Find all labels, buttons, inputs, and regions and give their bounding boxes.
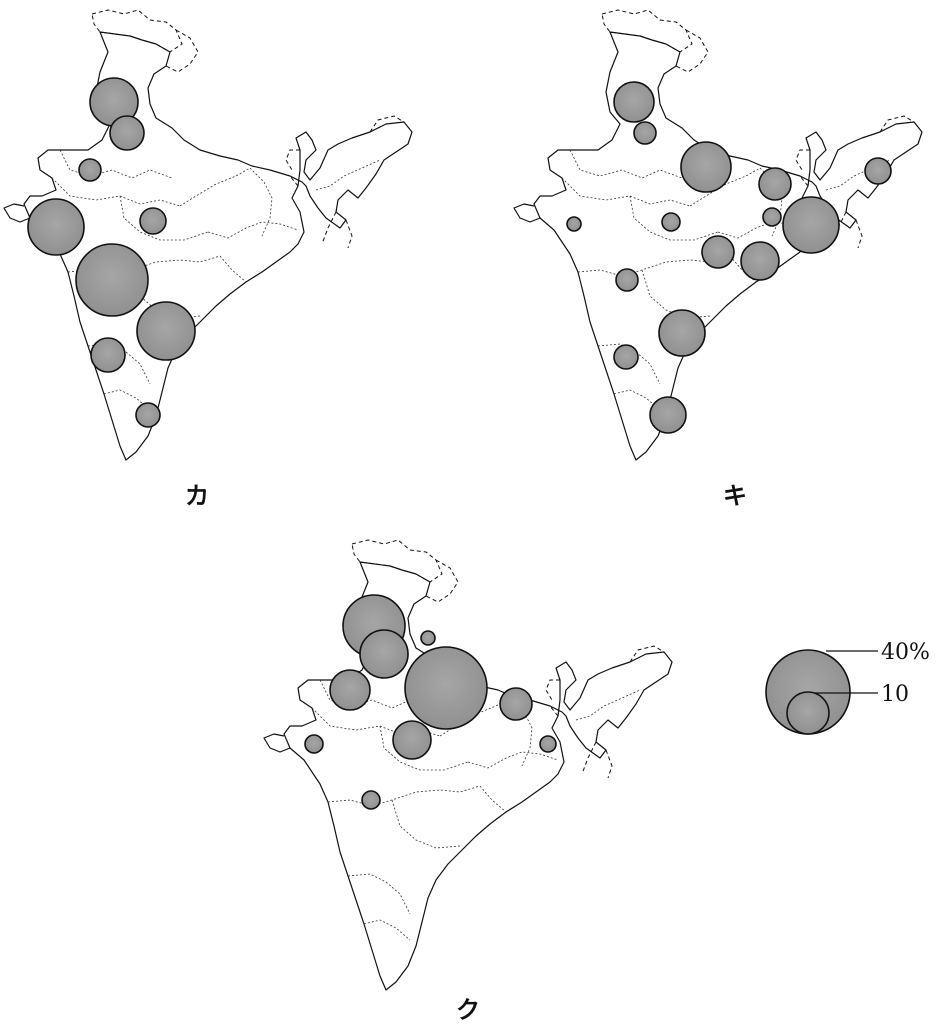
map-ki xyxy=(513,9,923,461)
legend-label-large: 40% xyxy=(881,640,930,665)
bubble-ku-8 xyxy=(539,735,557,753)
bubble-ku-4 xyxy=(404,646,488,730)
bubble-ku-5 xyxy=(499,687,533,721)
bubble-ka-3 xyxy=(27,198,85,256)
bubble-ka-5 xyxy=(75,243,149,317)
legend-label-small: 10 xyxy=(881,682,909,707)
bubble-ki-11 xyxy=(658,309,706,357)
bubble-ki-7 xyxy=(566,216,582,232)
bubble-ka-7 xyxy=(90,337,126,373)
map-label-ka: カ xyxy=(185,482,209,510)
bubble-ki-13 xyxy=(649,396,687,434)
bubbles-ku xyxy=(304,594,557,810)
bubble-ki-2 xyxy=(680,141,732,193)
bubble-ku-7 xyxy=(304,734,324,754)
bubble-ka-1 xyxy=(109,115,145,151)
bubbles-ki xyxy=(566,81,892,434)
bubble-ki-12 xyxy=(613,344,639,370)
bubble-ki-10 xyxy=(615,268,639,292)
bubble-ki-9 xyxy=(740,241,780,281)
bubble-ku-9 xyxy=(361,790,381,810)
map-label-ku: ク xyxy=(456,996,480,1024)
bubble-ka-6 xyxy=(136,301,196,361)
map-ka xyxy=(3,9,413,461)
legend-circle-small xyxy=(786,691,830,735)
bubble-ka-4 xyxy=(139,207,167,235)
bubbles-ka xyxy=(27,77,196,428)
bubble-ku-2 xyxy=(420,630,436,646)
bubble-ku-1 xyxy=(359,629,409,679)
map-label-ki: キ xyxy=(723,482,747,510)
map-ku xyxy=(263,539,673,991)
bubble-ki-4 xyxy=(661,212,681,232)
legend: 40% 10 xyxy=(765,640,930,735)
bubble-ki-1 xyxy=(633,121,657,145)
bubble-ki-8 xyxy=(701,235,735,269)
bubble-ki-5 xyxy=(762,207,782,227)
bubble-ku-3 xyxy=(329,669,371,711)
bubble-ki-6 xyxy=(782,196,840,254)
bubble-ki-0 xyxy=(613,81,655,123)
bubble-ki-14 xyxy=(864,157,892,185)
bubble-ki-3 xyxy=(758,167,792,201)
bubble-ku-6 xyxy=(392,720,432,760)
bubble-ka-2 xyxy=(78,158,102,182)
bubble-ka-8 xyxy=(135,402,161,428)
